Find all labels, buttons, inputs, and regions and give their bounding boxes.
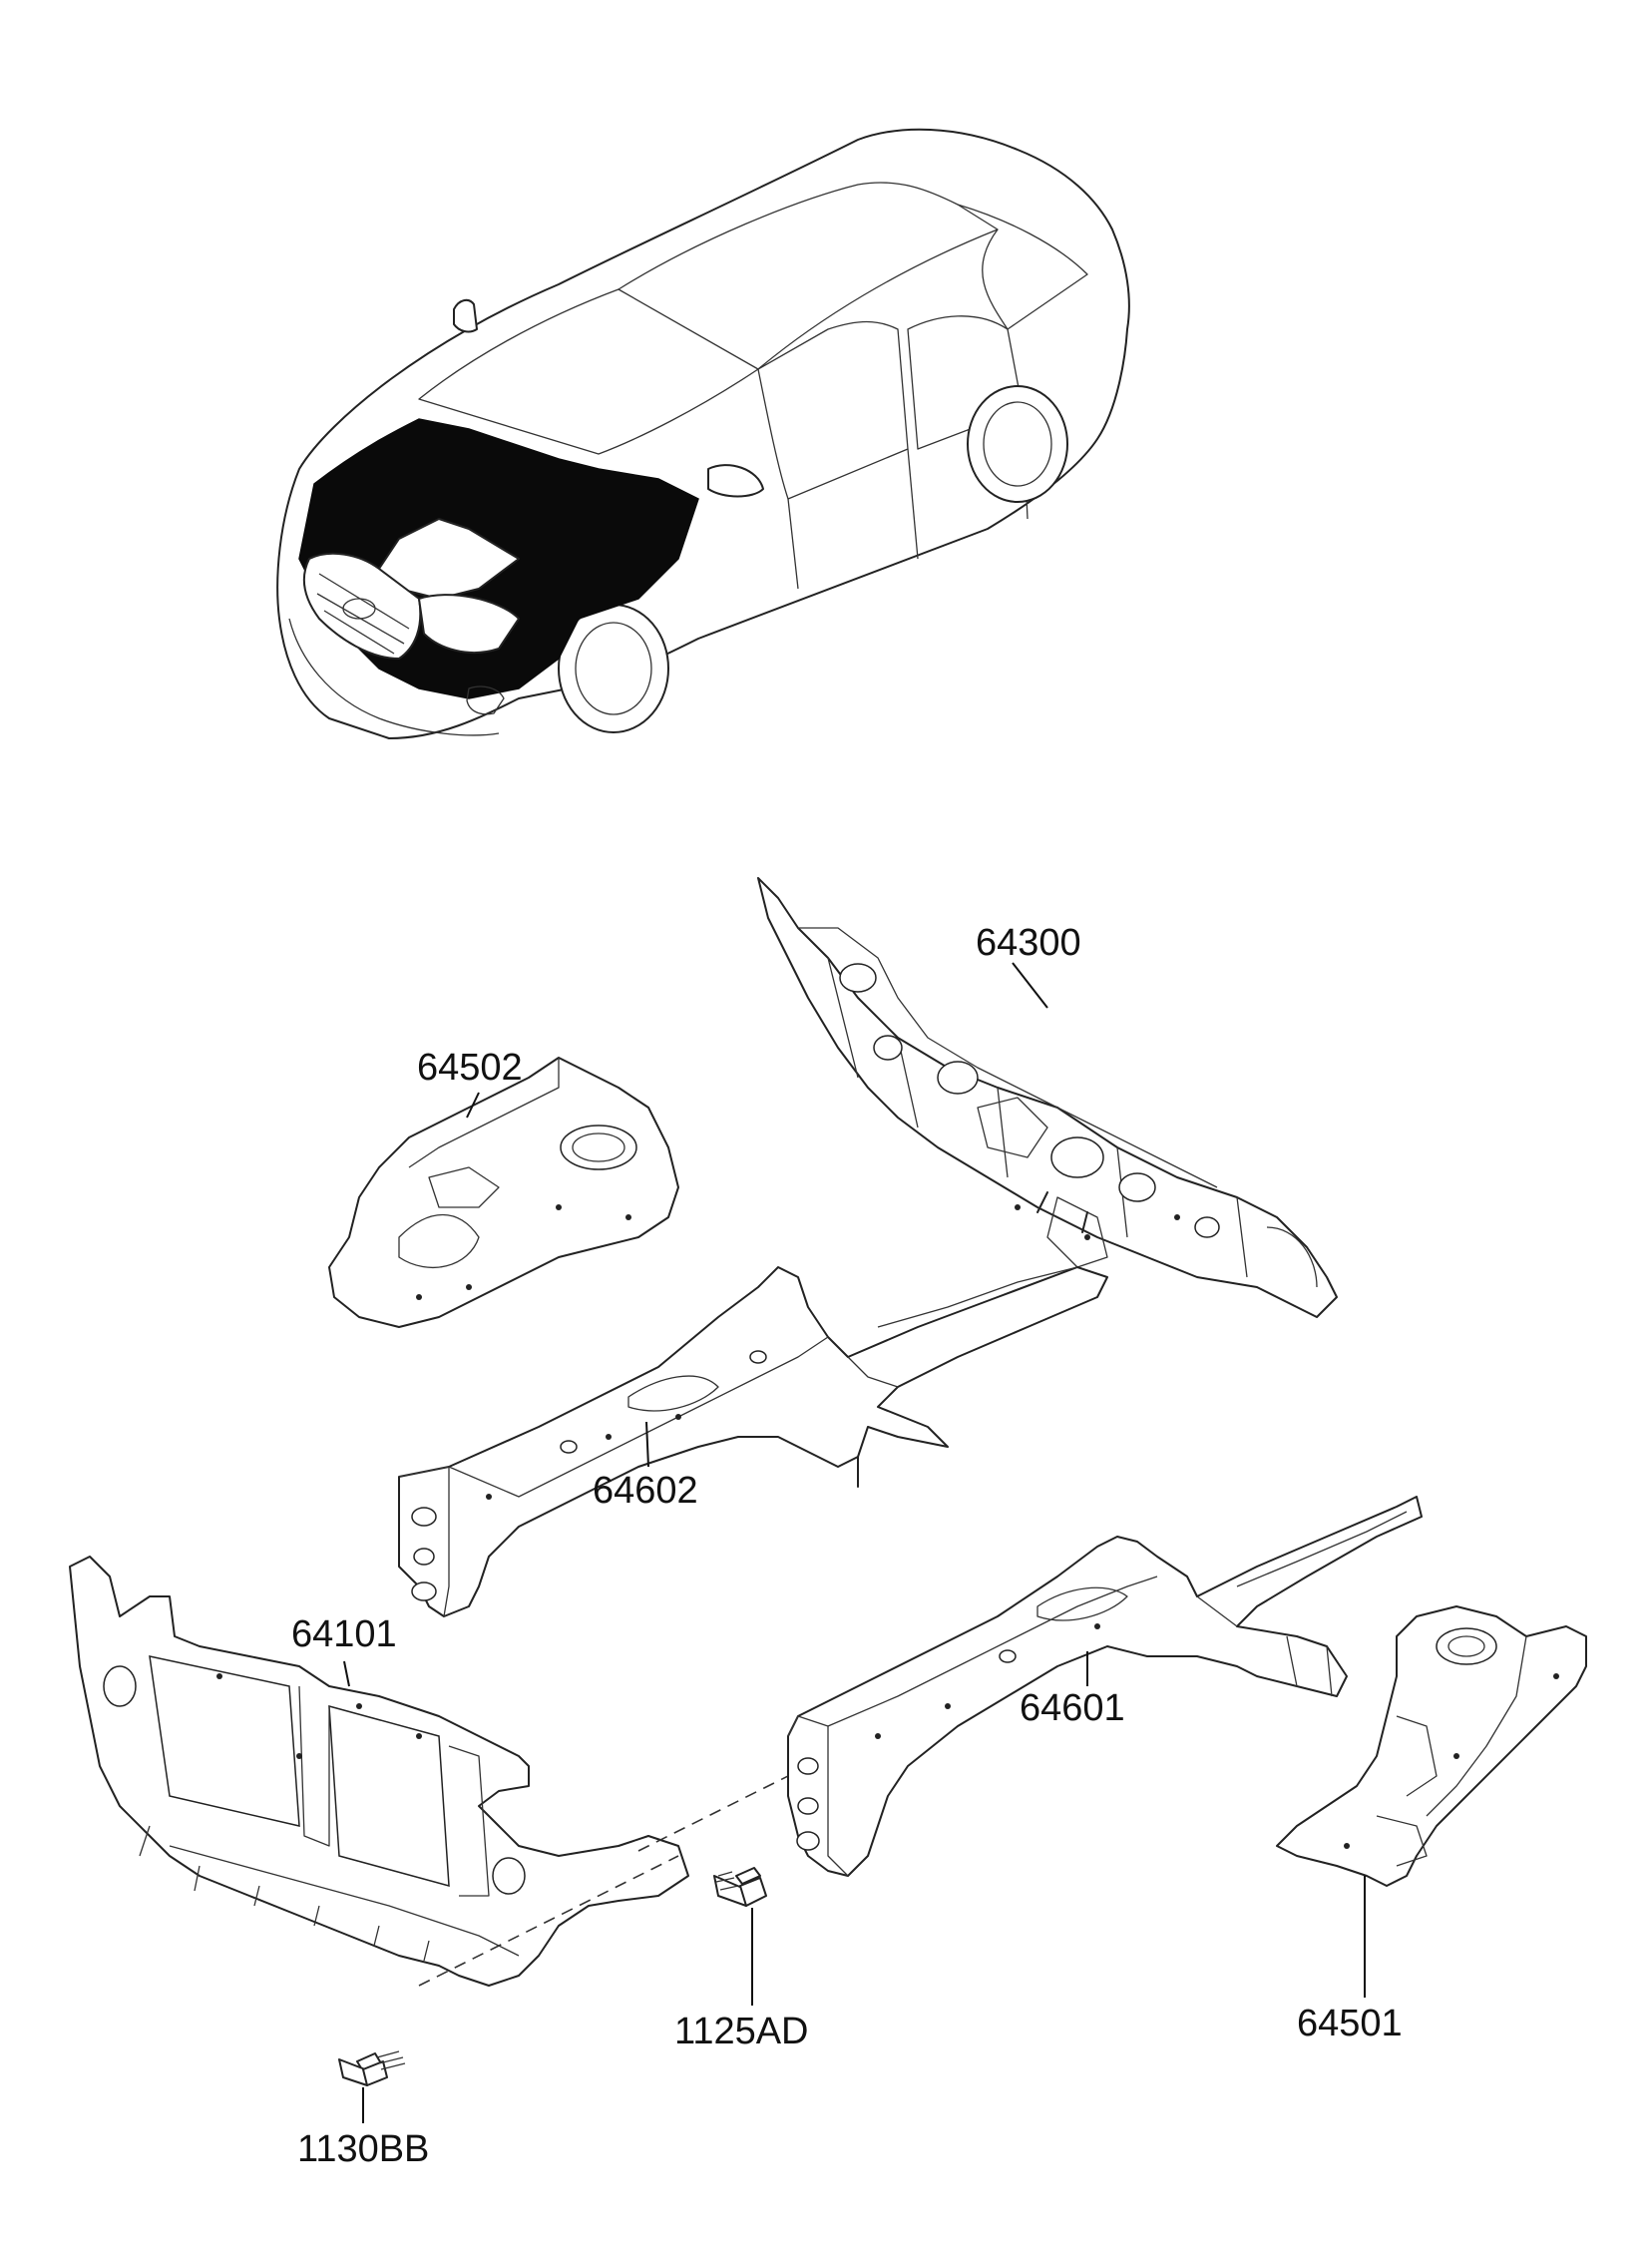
label-1125AD: 1125AD (674, 2011, 809, 2052)
label-64601: 64601 (1020, 1687, 1125, 1729)
part-64300-dash-panel (757, 877, 1338, 1318)
car-illustration (276, 128, 1130, 739)
label-64300: 64300 (976, 922, 1081, 964)
alignment-line-2 (418, 1855, 679, 1987)
label-64602: 64602 (593, 1470, 698, 1512)
part-64602-side-member (398, 1266, 1108, 1617)
label-1130BB: 1130BB (297, 2128, 429, 2170)
label-64101: 64101 (291, 1613, 397, 1655)
part-64501-fender-apron (1276, 1605, 1587, 1998)
part-64601-side-member (787, 1496, 1423, 1877)
label-64501: 64501 (1297, 2003, 1403, 2044)
bolt-1125AD (713, 1867, 767, 2006)
alignment-line (637, 1755, 829, 1852)
part-64502-fender-apron (328, 1057, 679, 1328)
bolt-1130BB (338, 2050, 406, 2123)
label-64502: 64502 (417, 1047, 523, 1089)
part-64101-front-carrier (69, 1556, 689, 1987)
